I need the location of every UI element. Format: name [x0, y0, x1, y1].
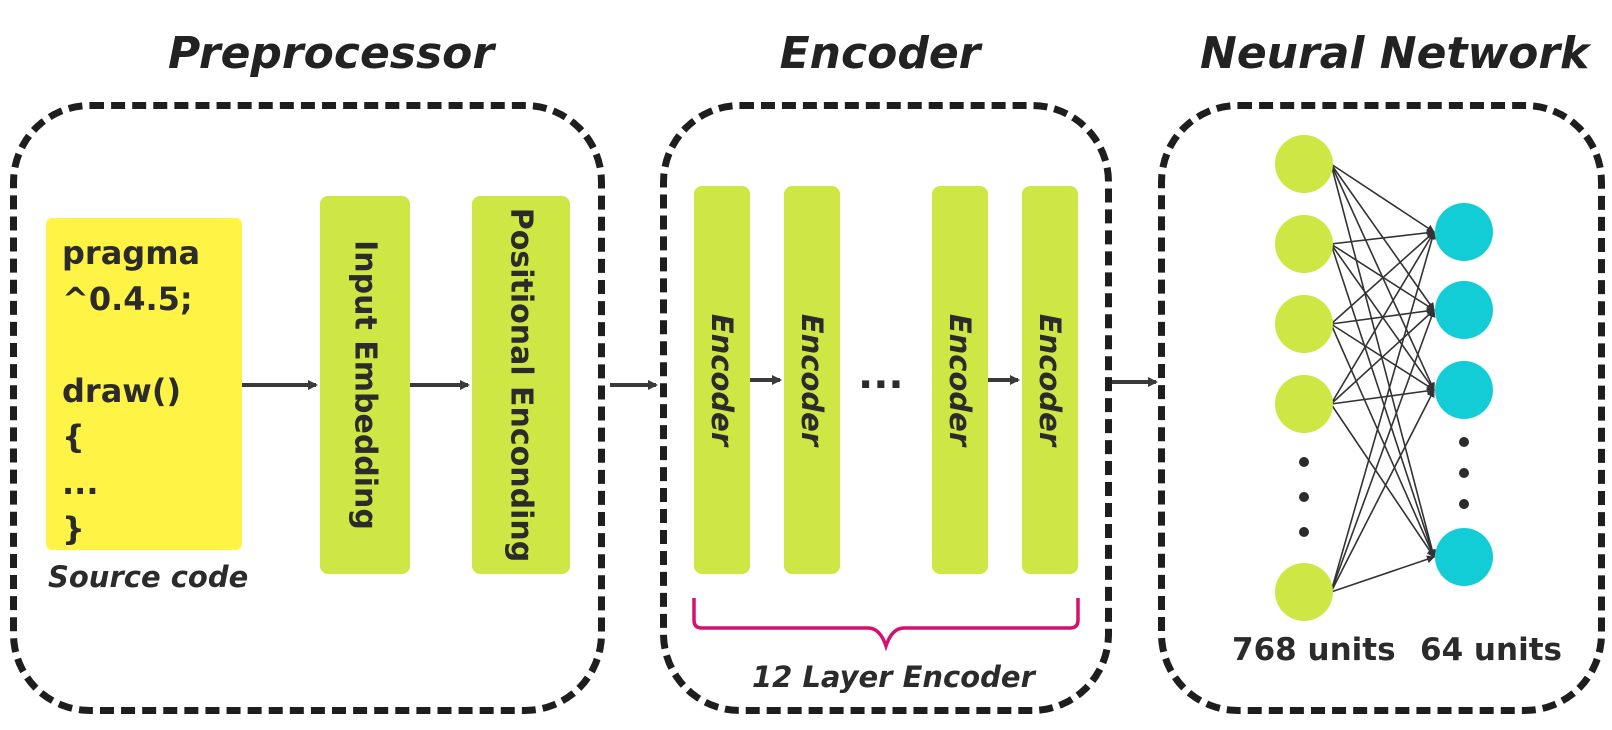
output-neuron: [1435, 361, 1493, 419]
output-neuron: [1435, 281, 1493, 339]
input-ellipsis-dot: [1299, 457, 1309, 467]
network-connection: [1330, 309, 1436, 593]
source-code-box: pragma ^0.4.5; draw() { ... }: [46, 218, 242, 550]
positional-encoding-block: Positional Enconding: [472, 196, 570, 574]
network-connection: [1330, 163, 1435, 233]
source-code-caption: Source code: [48, 560, 249, 594]
input-ellipsis-dot: [1299, 527, 1309, 537]
preprocessor-frame: [10, 102, 605, 714]
network-connection: [1330, 163, 1435, 311]
encoder-frame: [660, 102, 1112, 714]
input-units-label: 768 units: [1232, 632, 1396, 668]
encoder-layer-block: Encoder: [1022, 186, 1078, 574]
encoder-ellipsis: ...: [858, 352, 904, 398]
output-neuron: [1435, 203, 1493, 261]
network-connection: [1330, 228, 1435, 245]
input-embedding-block: Input Embedding: [320, 196, 410, 574]
network-connection: [1330, 389, 1435, 593]
encoder-layer-block: Encoder: [932, 186, 988, 574]
code-line: {: [62, 418, 85, 456]
code-line: pragma: [62, 234, 201, 272]
network-connection: [1330, 309, 1435, 405]
output-ellipsis-dot: [1459, 468, 1469, 478]
output-ellipsis-dot: [1459, 437, 1469, 447]
input-neuron: [1275, 375, 1333, 433]
neural-network-title: Neural Network: [1200, 28, 1590, 79]
network-connection: [1330, 386, 1435, 405]
encoder-layer-block: Encoder: [694, 186, 750, 574]
network-connection: [1330, 403, 1435, 558]
output-units-label: 64 units: [1420, 632, 1562, 668]
input-neuron: [1275, 215, 1333, 273]
network-connection: [1330, 555, 1435, 593]
input-neuron: [1275, 295, 1333, 353]
output-neuron: [1435, 528, 1493, 586]
network-connection: [1330, 231, 1435, 405]
code-line: ...: [62, 464, 99, 502]
encoder-brace: [692, 598, 1080, 652]
code-line: }: [62, 510, 85, 548]
network-connection: [1330, 323, 1435, 558]
input-neuron: [1275, 135, 1333, 193]
network-connection: [1330, 231, 1436, 593]
output-ellipsis-dot: [1459, 499, 1469, 509]
code-line: ^0.4.5;: [62, 280, 193, 318]
input-ellipsis-dot: [1299, 492, 1309, 502]
network-connection: [1330, 231, 1435, 325]
encoder-title: Encoder: [779, 28, 981, 79]
code-line: draw(): [62, 372, 182, 410]
encoder-layer-block: Encoder: [784, 186, 840, 574]
network-connection: [1330, 243, 1436, 558]
neural-network-frame: [1158, 102, 1605, 714]
input-neuron: [1275, 563, 1333, 621]
encoder-brace-caption: 12 Layer Encoder: [752, 660, 1035, 694]
preprocessor-title: Preprocessor: [168, 28, 495, 79]
network-connection: [1330, 163, 1437, 558]
